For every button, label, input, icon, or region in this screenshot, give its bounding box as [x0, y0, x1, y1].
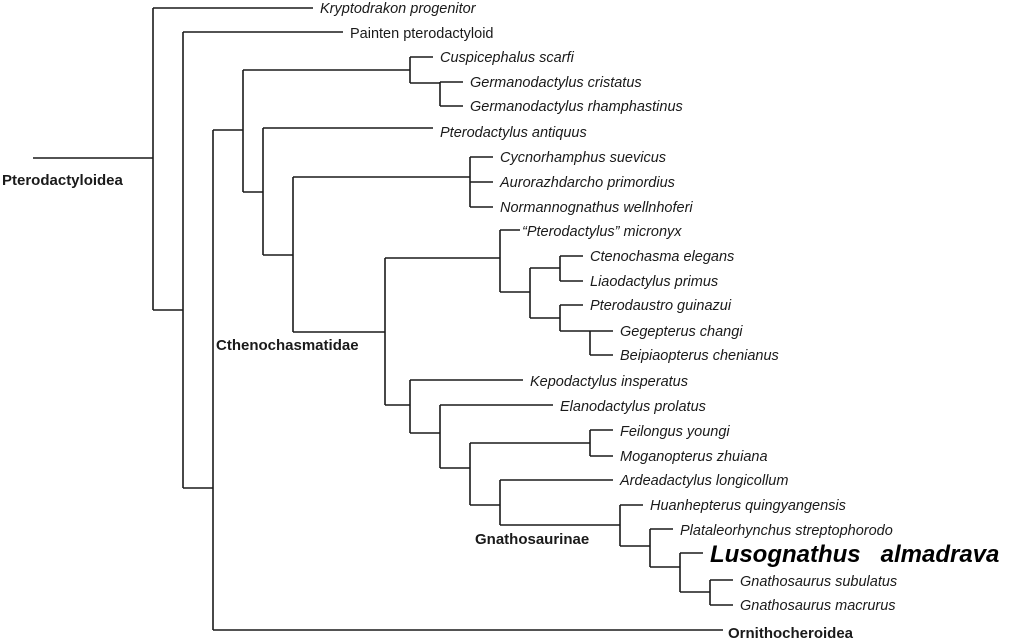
- taxon-cycnorhamphus-suevicus: Cycnorhamphus suevicus: [500, 150, 666, 166]
- clade-label-cthenochasmatidae: Cthenochasmatidae: [216, 337, 359, 354]
- taxon-plataleorhynchus-streptophorodo: Plataleorhynchus streptophorodo: [680, 523, 893, 539]
- clade-label-pterodactyloidea: Pterodactyloidea: [2, 172, 124, 189]
- taxon-lusognathus-almadrava: Lusognathus almadrava: [710, 541, 999, 568]
- taxon-kepodactylus-insperatus: Kepodactylus insperatus: [530, 374, 688, 390]
- taxon-huanhepterus-quingyangensis: Huanhepterus quingyangensis: [650, 498, 846, 514]
- taxon-kryptodrakon-progenitor: Kryptodrakon progenitor: [320, 1, 477, 17]
- taxon-aurorazhdarcho-primordius: Aurorazhdarcho primordius: [499, 175, 675, 191]
- taxon-germanodactylus-rhamphastinus: Germanodactylus rhamphastinus: [470, 99, 683, 115]
- taxon-ctenochasma-elegans: Ctenochasma elegans: [590, 249, 734, 265]
- taxon-pterodactylus-antiquus: Pterodactylus antiquus: [440, 125, 587, 141]
- taxon-normannognathus-wellnhoferi: Normannognathus wellnhoferi: [500, 200, 693, 216]
- taxon-pterodactylus-micronyx: “Pterodactylus” micronyx: [522, 224, 682, 240]
- taxon-elanodactylus-prolatus: Elanodactylus prolatus: [560, 399, 706, 415]
- taxon-painten-pterodactyloid: Painten pterodactyloid: [350, 26, 494, 42]
- taxon-gnathosaurus-subulatus: Gnathosaurus subulatus: [740, 574, 897, 590]
- taxon-ardeadactylus-longicollum: Ardeadactylus longicollum: [619, 473, 788, 489]
- taxon-beipiaopterus-chenianus: Beipiaopterus chenianus: [620, 348, 779, 364]
- taxon-moganopterus-zhuiana: Moganopterus zhuiana: [620, 449, 768, 465]
- taxon-liaodactylus-primus: Liaodactylus primus: [590, 274, 718, 290]
- taxon-gnathosaurus-macrurus: Gnathosaurus macrurus: [740, 598, 896, 614]
- taxon-pterodaustro-guinazui: Pterodaustro guinazui: [590, 298, 732, 314]
- taxon-feilongus-youngi: Feilongus youngi: [620, 424, 730, 440]
- taxon-cuspicephalus-scarfi: Cuspicephalus scarfi: [440, 50, 575, 66]
- taxon-germanodactylus-cristatus: Germanodactylus cristatus: [470, 75, 642, 91]
- taxon-gegepterus-changi: Gegepterus changi: [620, 324, 743, 340]
- clade-label-ornithocheiroidea: Ornithocheroidea: [728, 625, 854, 642]
- clade-label-gnathosaurinae: Gnathosaurinae: [475, 531, 589, 548]
- tree-branches: [33, 7, 733, 631]
